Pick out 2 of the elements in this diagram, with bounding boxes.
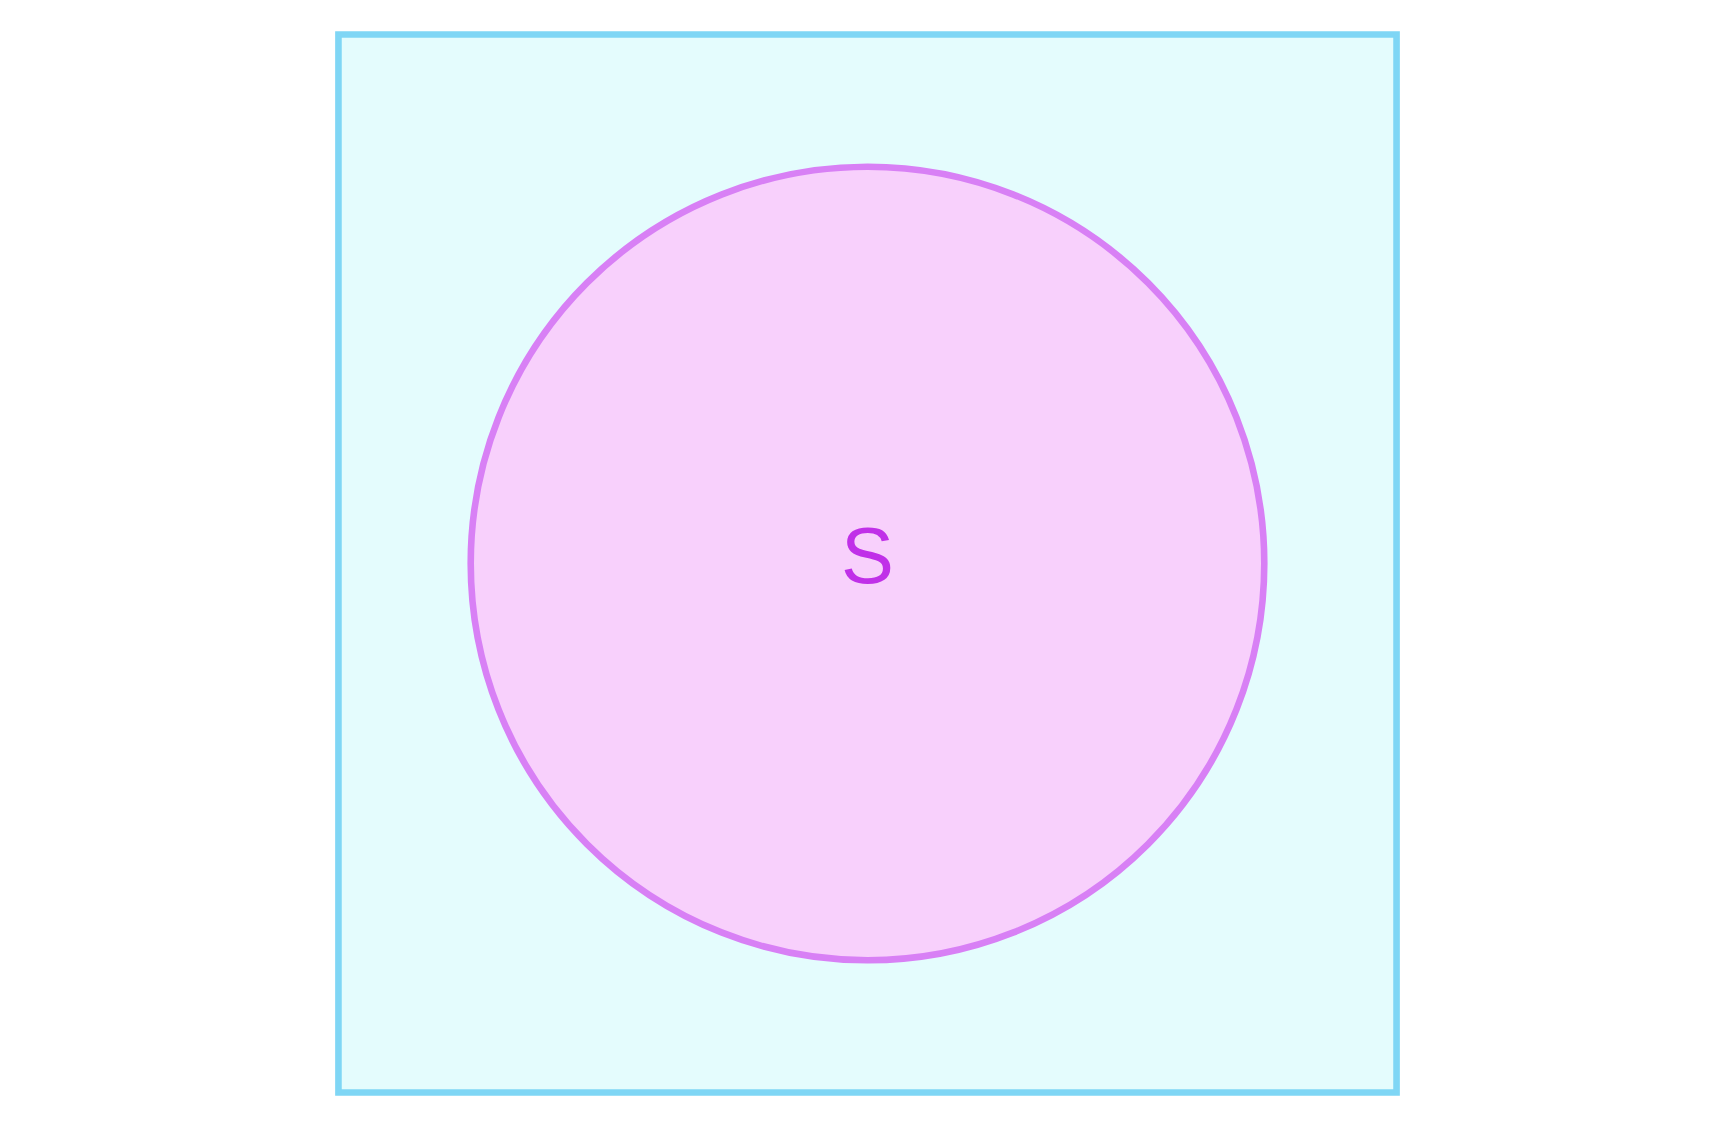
cluster — [335, 31, 1400, 1096]
node-circle: S — [467, 163, 1268, 964]
